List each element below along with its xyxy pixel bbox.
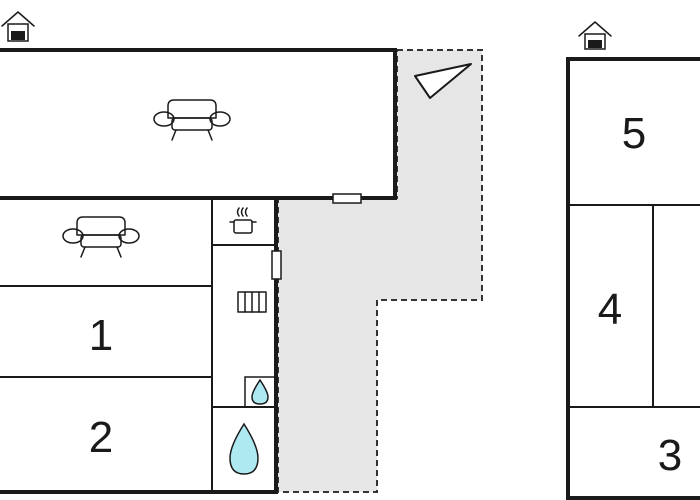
cooking-pot-icon [229,207,257,234]
floor-plan-left: 1 2 [0,11,483,494]
house-icon [1,11,35,42]
room-label-4: 4 [598,285,622,334]
sun-lounger-icon [414,63,472,99]
wc-box [244,376,276,408]
sofa-icon [62,216,140,258]
room-label-3: 3 [658,431,682,480]
door-marker-top [332,193,362,204]
right-building-outline [566,57,700,500]
floor-plan-right: 5 4 3 [566,21,700,500]
house-icon [578,21,612,50]
room-label-5: 5 [622,109,646,158]
terrace-area [277,49,483,493]
sofa-icon [153,99,231,141]
lower-building-outline [0,196,278,494]
room-label-1: 1 [89,311,113,360]
water-drop-icon [251,378,269,405]
radiator-icon [237,291,267,313]
door-marker-side [271,250,282,280]
living-room-top [0,48,397,200]
room-label-2: 2 [89,413,113,462]
water-drop-icon [229,422,259,475]
